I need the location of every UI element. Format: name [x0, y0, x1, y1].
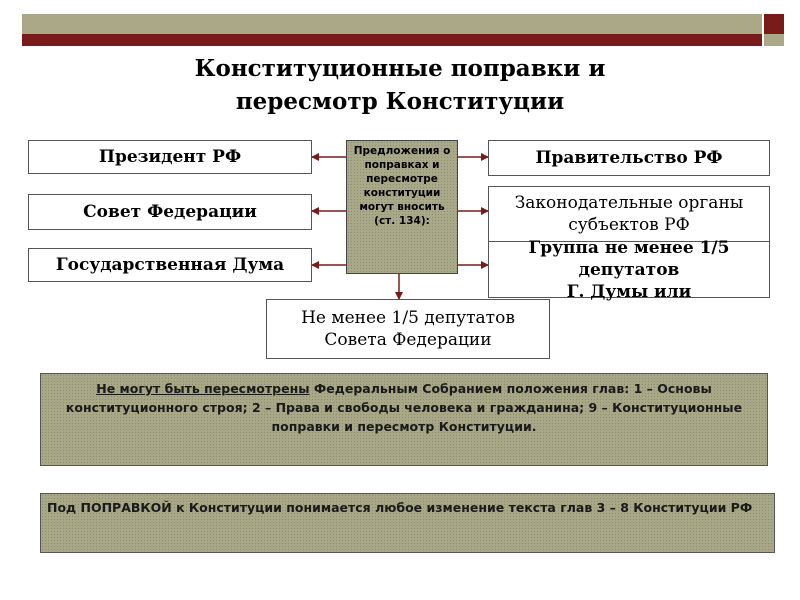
federation-council-box: Совет Федерации: [28, 194, 312, 230]
government-box: Правительство РФ: [488, 140, 770, 176]
header-accent-band: [22, 34, 762, 46]
council-deputies-box: Не менее 1/5 депутатов Совета Федерации: [266, 299, 550, 359]
regional-legislatures-line-2: субъектов РФ: [568, 215, 690, 235]
non-revisable-text: Федеральным Собранием положения глав: 1 …: [65, 381, 743, 434]
center-line: поправках и: [364, 159, 440, 171]
regional-legislatures-line-1: Законодательные органы: [514, 193, 744, 213]
center-line: могут вносить: [359, 201, 445, 213]
header-band: [22, 14, 762, 34]
center-line: конституции: [363, 187, 441, 199]
header-corner-square: [764, 14, 784, 34]
duma-deputies-box: Группа не менее 1/5 депутатов Г. Думы ил…: [488, 238, 770, 302]
regional-legislatures-box: Законодательные органы субъектов РФ: [488, 186, 770, 242]
president-box: Президент РФ: [28, 140, 312, 174]
page-title: Конституционные поправки и пересмотр Кон…: [0, 52, 800, 118]
title-line-2: пересмотр Конституции: [235, 88, 565, 115]
government-label: Правительство РФ: [535, 148, 723, 168]
council-deputies-line-2: Совета Федерации: [324, 330, 492, 350]
center-line: (ст. 134):: [374, 215, 430, 227]
center-line: Предложения о: [353, 145, 451, 157]
president-label: Президент РФ: [98, 147, 242, 167]
center-line: пересмотре: [366, 173, 438, 185]
council-deputies-line-1: Не менее 1/5 депутатов: [301, 308, 515, 328]
non-revisable-chapters-panel: Не могут быть пересмотрены Федеральным С…: [40, 373, 768, 466]
proposal-source-box: Предложения о поправках и пересмотре кон…: [346, 140, 458, 274]
state-duma-box: Государственная Дума: [28, 248, 312, 282]
duma-deputies-line-1: Группа не менее 1/5 депутатов: [528, 237, 730, 280]
state-duma-label: Государственная Дума: [55, 255, 285, 275]
amendment-definition-text: Под ПОПРАВКОЙ к Конституции понимается л…: [47, 500, 753, 515]
duma-deputies-line-2: Г. Думы или: [566, 281, 692, 302]
federation-council-label: Совет Федерации: [83, 202, 257, 222]
header-corner-square-lower: [764, 34, 784, 46]
non-revisable-lead: Не могут быть пересмотрены: [96, 381, 310, 396]
amendment-definition-panel: Под ПОПРАВКОЙ к Конституции понимается л…: [40, 493, 775, 553]
title-line-1: Конституционные поправки и: [194, 55, 606, 82]
